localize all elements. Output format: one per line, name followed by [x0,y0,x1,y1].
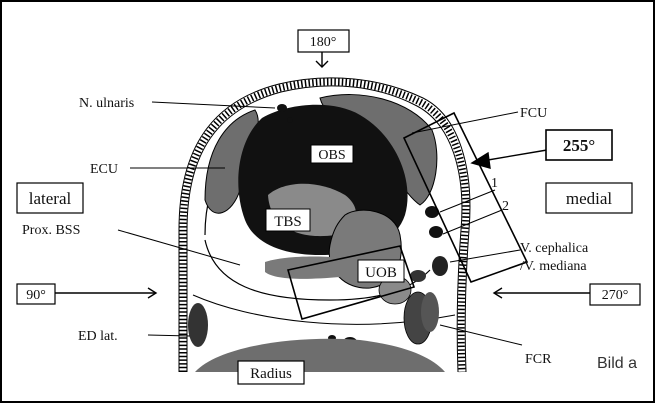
figure-caption: Bild a [597,355,637,372]
lateral-label: lateral [29,189,72,208]
number-2-label: 2 [502,199,509,214]
prox-bss-label: Prox. BSS [22,223,80,238]
ed-lat-label: ED lat. [78,329,118,344]
radius-bone-shape [195,339,445,372]
radius-label: Radius [250,366,292,382]
v-mediana-label: /V. mediana [520,259,587,274]
angle-270-label: 270° [602,288,629,303]
vessel-dot [272,114,280,120]
angle-255-label: 255° [563,136,595,155]
angle-180-label: 180° [310,35,337,50]
uob-label: UOB [365,265,397,281]
ed-lat-muscle [188,303,208,347]
v-cephalica-label: V. cephalica [520,241,589,256]
n-ulnaris-dot [277,104,287,112]
fcr-muscle-2 [421,292,439,332]
tbs-label: TBS [274,214,302,230]
obs-label: OBS [318,148,345,163]
number-1-label: 1 [491,176,498,191]
v-cephalica-dot [432,256,448,276]
angle-90-label: 90° [26,288,46,303]
fcu-label: FCU [520,106,547,121]
vessel-dot [287,117,293,123]
n-ulnaris-label: N. ulnaris [79,96,134,111]
ecu-label: ECU [90,162,118,177]
medial-label: medial [566,189,613,208]
vessel-2-dot [429,226,443,238]
fcr-label: FCR [525,352,552,367]
